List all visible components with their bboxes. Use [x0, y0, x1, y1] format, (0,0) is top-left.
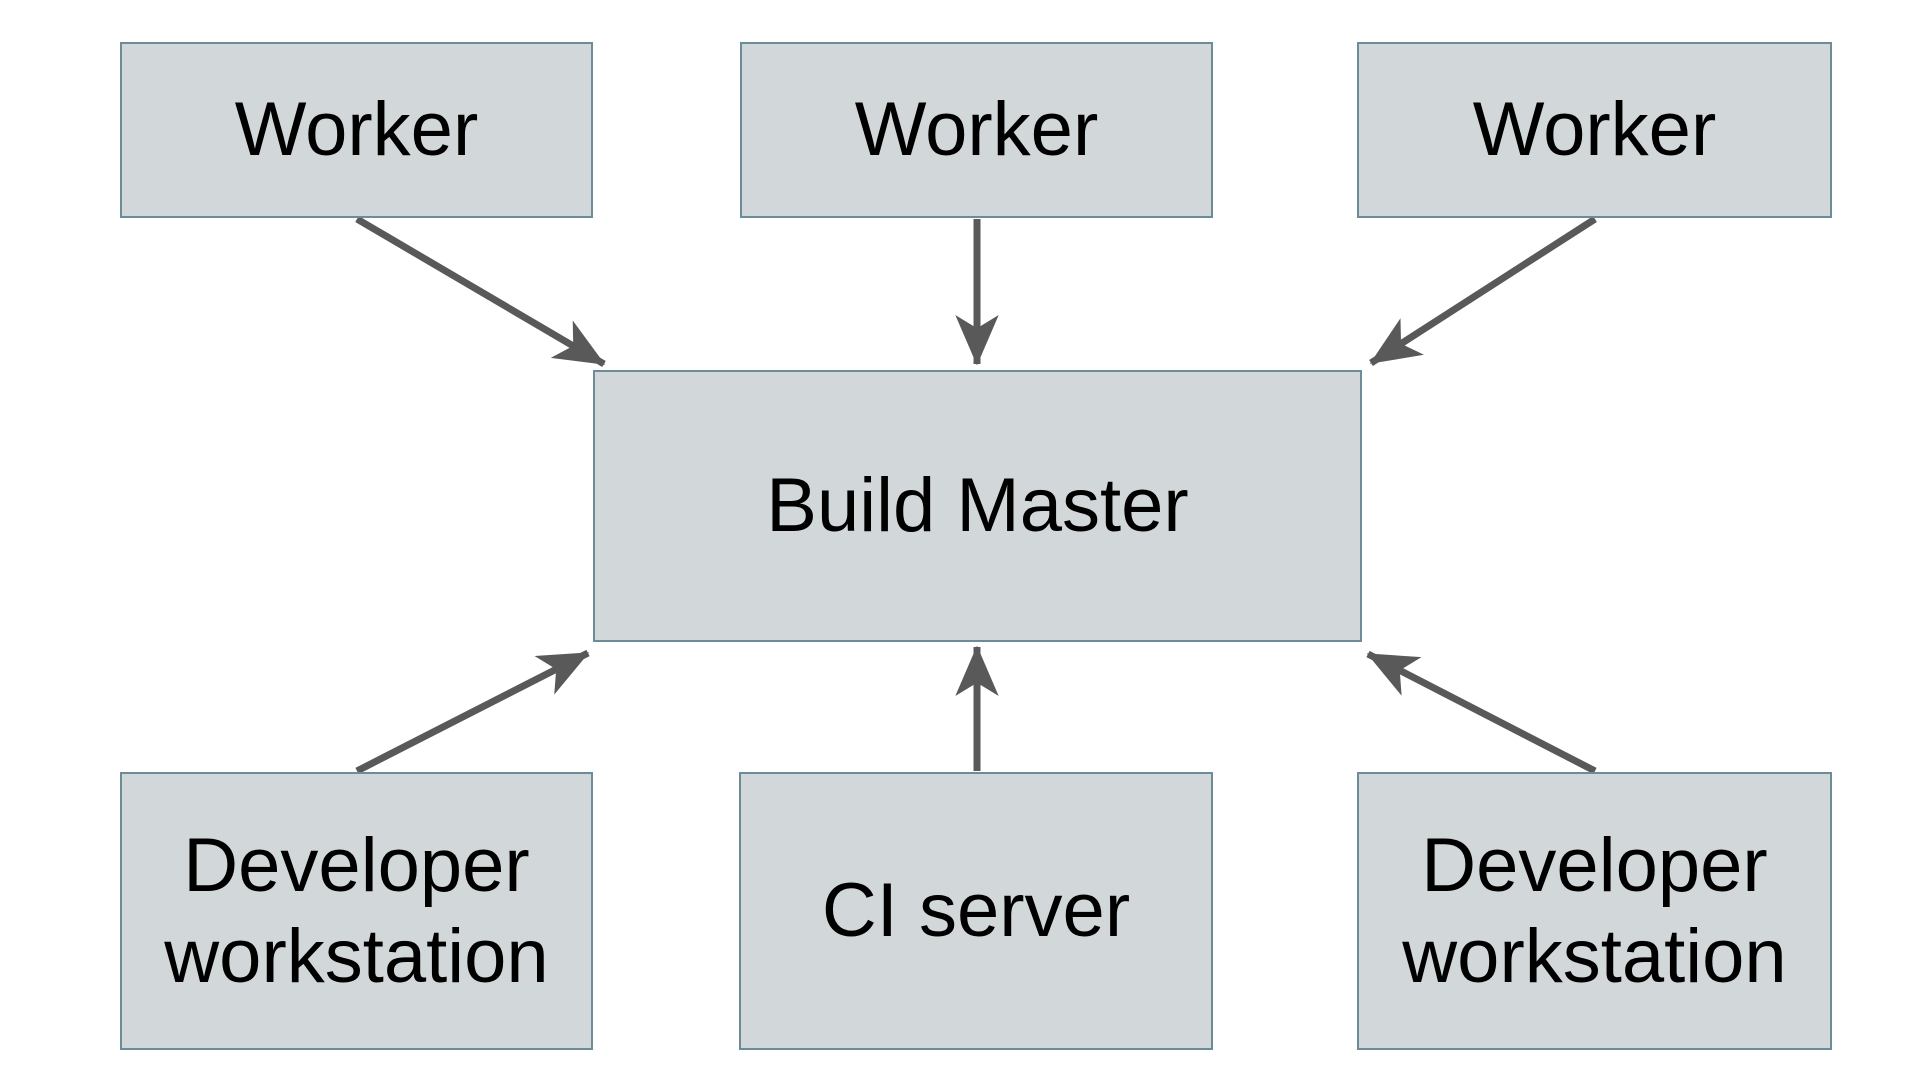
node-ci-server: CI server	[739, 772, 1213, 1050]
node-ci-server-label: CI server	[821, 868, 1131, 954]
node-build-master: Build Master	[593, 370, 1362, 642]
node-developer-workstation-right-label: Developer workstation	[1402, 822, 1787, 999]
node-worker-2-label: Worker	[854, 87, 1099, 173]
arrow-dev-workstation-left-to-build-master	[355, 649, 590, 775]
node-worker-3: Worker	[1357, 42, 1832, 218]
node-worker-1: Worker	[120, 42, 593, 218]
node-worker-3-label: Worker	[1472, 87, 1717, 173]
node-developer-workstation-left: Developer workstation	[120, 772, 593, 1050]
arrow-dev-workstation-right-to-build-master	[1366, 650, 1597, 775]
node-worker-1-label: Worker	[234, 87, 479, 173]
arrow-worker-3-to-build-master	[1369, 216, 1597, 366]
node-build-master-label: Build Master	[766, 463, 1189, 549]
arrow-worker-1-to-build-master	[355, 215, 606, 368]
node-developer-workstation-right: Developer workstation	[1357, 772, 1832, 1050]
node-developer-workstation-left-label: Developer workstation	[164, 822, 549, 999]
node-worker-2: Worker	[740, 42, 1213, 218]
